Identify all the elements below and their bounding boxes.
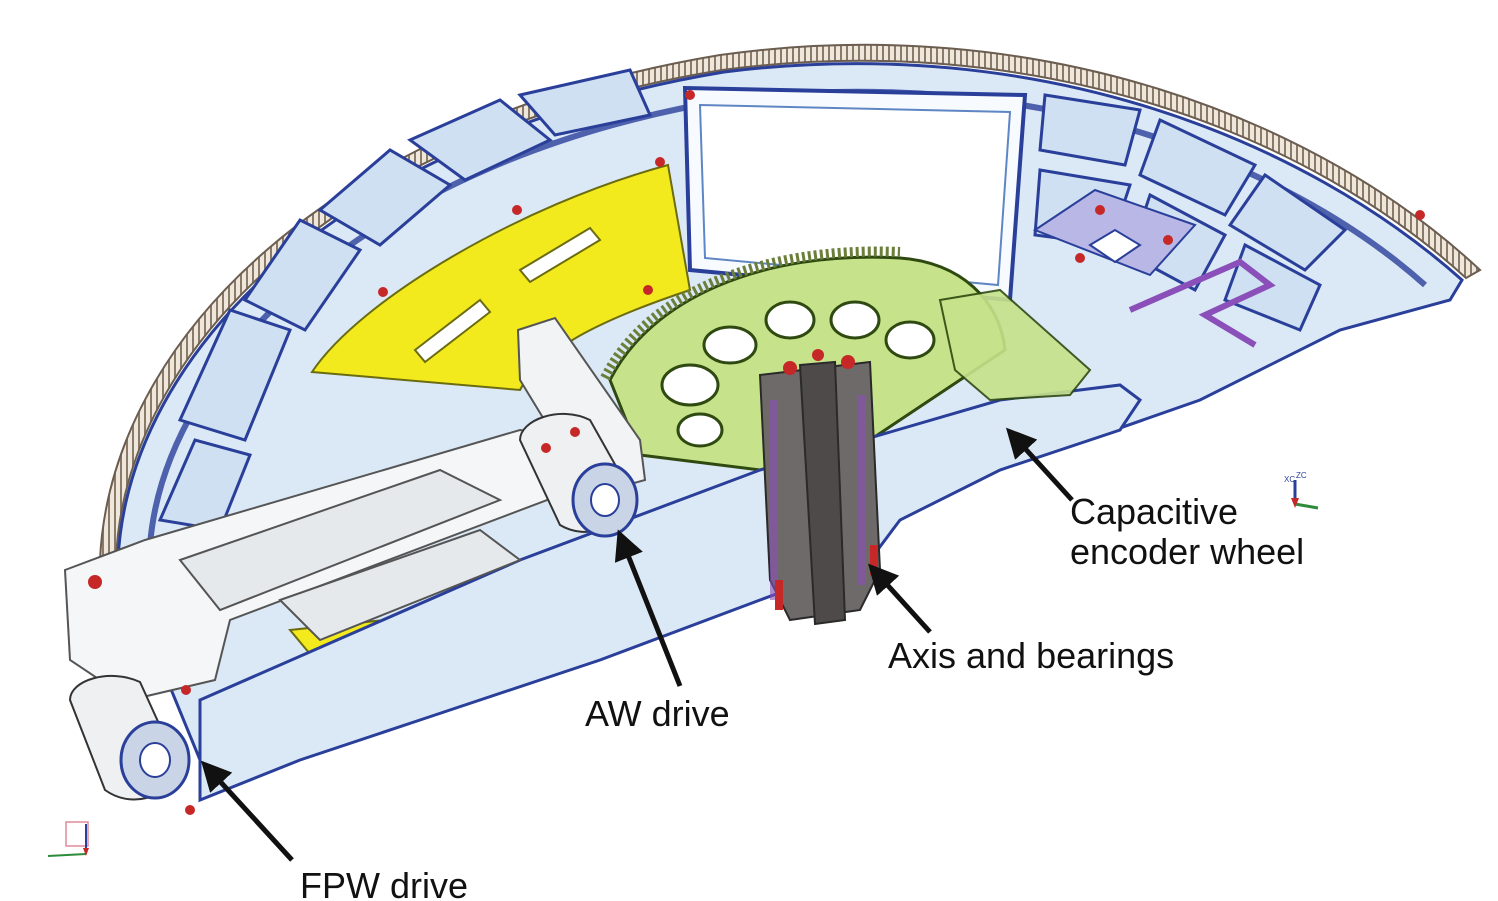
label-capacitive-encoder-wheel: Capacitive encoder wheel	[1070, 492, 1304, 572]
base-cross-section	[198, 383, 1143, 803]
central-aperture	[682, 85, 1028, 303]
aw-drive-bracket	[516, 316, 647, 497]
frame-pockets-left	[157, 68, 653, 532]
screw-head-icon	[570, 427, 580, 437]
triad-label-b: ZC	[1296, 471, 1307, 480]
central-axis-bearings	[758, 349, 882, 626]
screw-head-icon	[812, 349, 824, 361]
arrow-encoder	[1005, 427, 1074, 502]
aw-drive-motor	[518, 412, 639, 538]
callout-arrows	[200, 427, 1074, 862]
label-axis-and-bearings: Axis and bearings	[888, 635, 1175, 676]
screw-head-icon	[841, 355, 855, 369]
purple-trim-channel	[1128, 258, 1276, 348]
coordinate-triad-icon-small	[47, 821, 89, 857]
fpw-drive-motor	[68, 674, 191, 801]
arrow-aw-drive	[614, 529, 683, 687]
frame-screws	[88, 90, 1425, 815]
screw-head-icon	[783, 361, 797, 375]
triad-label-a: XC	[1284, 475, 1295, 484]
gear-wheel-holes	[660, 300, 936, 448]
label-encoder-line-1: Capacitive	[1070, 491, 1239, 532]
drive-arm-pockets	[178, 468, 523, 642]
yellow-plate-slots	[413, 226, 602, 364]
arrow-axis	[867, 563, 932, 634]
capacitive-encoder-wheel	[938, 288, 1092, 402]
screw-head-icon	[541, 443, 551, 453]
coordinate-triad-icon: XC ZC	[1284, 471, 1319, 510]
label-fpw-drive: FPW drive	[300, 865, 469, 901]
label-aw-drive: AW drive	[585, 693, 730, 734]
label-encoder-line-2: encoder wheel	[1070, 531, 1305, 572]
square-port-plate	[1032, 188, 1197, 277]
arrow-fpw-drive	[200, 760, 294, 862]
